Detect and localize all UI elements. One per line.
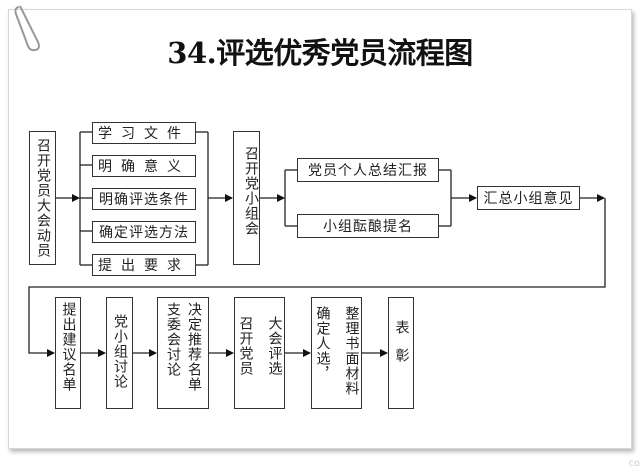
connector-row1-to-row2	[28, 198, 606, 357]
prep-item-study-documents: 学习文件	[92, 122, 196, 144]
vote-line-2: 召开党员	[237, 316, 254, 376]
group-item-nomination: 小组酝酿提名	[297, 214, 439, 238]
page-title: 34.评选优秀党员流程图	[167, 36, 473, 70]
paperclip-icon	[14, 5, 40, 52]
committee-line-1: 决定推荐名单	[186, 302, 202, 392]
step-group-discussion: 党小组讨论	[106, 297, 133, 409]
step-finalize-candidates: 整理书面材料 确定人选，	[311, 297, 362, 409]
vote-line-1: 大会评选	[266, 316, 283, 376]
step-summarize-opinions: 汇总小组意见	[477, 186, 580, 210]
finalize-line-1: 整理书面材料	[343, 306, 360, 396]
step-committee-discussion: 决定推荐名单 支委会讨论	[157, 297, 209, 409]
step-propose-list: 提出建议名单	[55, 297, 81, 409]
step-general-meeting-vote: 大会评选 召开党员	[234, 297, 285, 409]
group-item-personal-report: 党员个人总结汇报	[297, 158, 439, 182]
prep-item-requirements: 提出要求	[92, 254, 196, 276]
prep-item-criteria: 明确评选条件	[92, 188, 196, 210]
finalize-line-2: 确定人选，	[314, 306, 331, 381]
committee-line-2: 支委会讨论	[165, 302, 181, 377]
prep-item-method: 确定评选方法	[92, 221, 196, 243]
prep-item-clarify-meaning: 明确意义	[92, 155, 196, 177]
watermark: co	[628, 458, 640, 469]
step-commendation: 表彰	[388, 297, 414, 409]
step-group-meeting: 召开党小组会	[233, 131, 260, 265]
step-mobilize-meeting: 召开党员大会动员	[29, 131, 56, 265]
